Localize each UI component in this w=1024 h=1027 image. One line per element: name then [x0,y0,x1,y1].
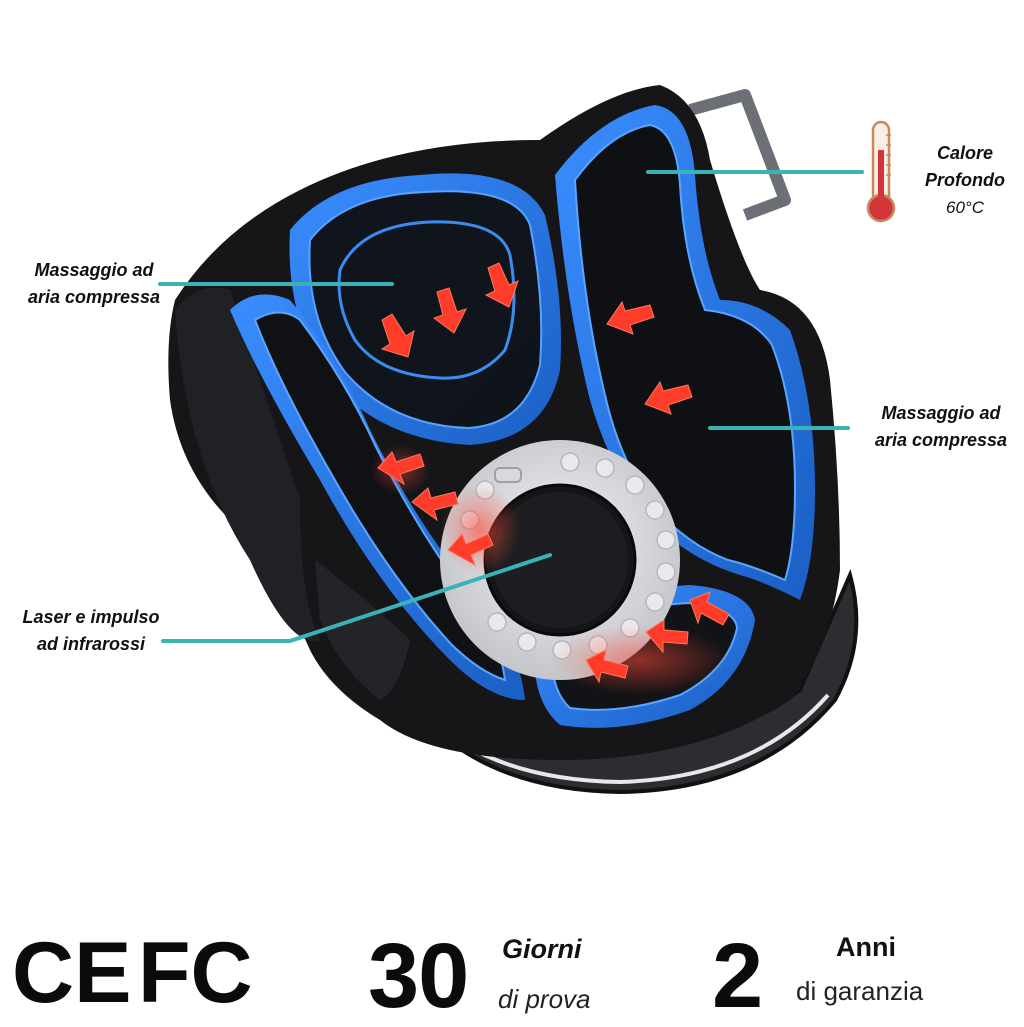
thermometer-icon [866,120,896,223]
heat-title-line1: Calore [936,143,994,163]
trial-days-number: 30 [368,925,469,1027]
warranty-years-subtitle: di garanzia [796,976,924,1006]
heat-detail: 60°C [946,198,984,217]
heat-label: Calore Profondo 60°C [915,140,1015,221]
warranty-years-number: 2 [712,925,763,1027]
air-right-line1: Massaggio ad [881,403,1001,423]
air-left-label: Massaggio ad aria compressa [14,257,174,311]
ce-mark-text: CE [12,930,131,1010]
air-right-label: Massaggio ad aria compressa [860,400,1022,454]
laser-line2: ad infrarossi [36,634,146,654]
fcc-mark-icon: FC [138,930,253,1010]
heat-title-line2: Profondo [925,170,1005,190]
heat-arrow-icon [377,262,730,684]
air-right-line2: aria compressa [874,430,1008,450]
air-left-line2: aria compressa [27,287,161,307]
trial-days-subtitle: di prova [498,984,591,1014]
ce-mark-icon: CE [12,930,131,1010]
knee-massager-image [158,85,896,795]
laser-label: Laser e impulso ad infrarossi [6,604,176,658]
laser-line1: Laser e impulso [22,607,160,627]
certification-bar: CE FC 30 Giorni di prova 2 Anni di garan… [0,900,1024,1024]
warranty-years-title: Anni [836,932,896,962]
air-left-line1: Massaggio ad [34,260,154,280]
trial-days-title: Giorni [502,934,582,964]
